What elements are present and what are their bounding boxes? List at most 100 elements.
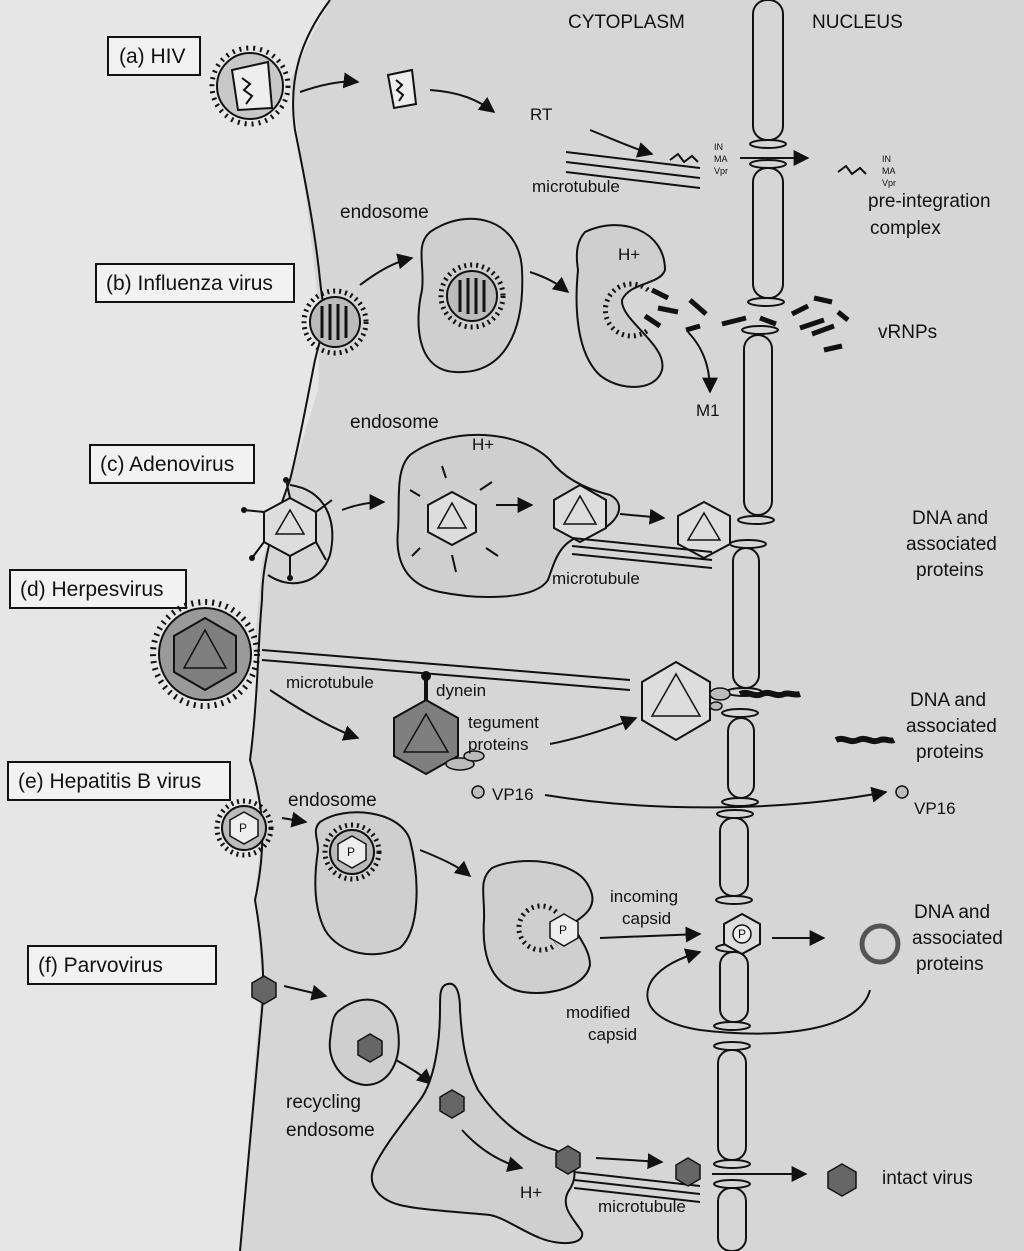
dna-e-label-3: proteins xyxy=(916,954,984,975)
hbv-p-mark-3: P xyxy=(559,923,567,937)
recycling-endosome xyxy=(370,982,584,1245)
cytoplasm-label: CYTOPLASM xyxy=(568,12,685,33)
vp16-arrow xyxy=(544,786,888,809)
microtubule-d xyxy=(261,649,631,691)
virus-label-hepatitis-b: (e) Hepatitis B virus xyxy=(7,761,231,801)
microtubule-f xyxy=(573,1171,701,1203)
microtubule-a-label: microtubule xyxy=(532,177,620,196)
influenza-virion xyxy=(301,288,369,356)
microtubule-d-label: microtubule xyxy=(286,673,374,692)
dna-c-label-1: DNA and xyxy=(912,508,988,529)
incoming-capsid-label-1: incoming xyxy=(610,887,678,906)
dna-c-label-2: associated xyxy=(906,534,997,555)
hbv-p-mark-1: P xyxy=(239,821,247,835)
rt-arrow xyxy=(589,129,654,158)
hiv-label: (a) HIV xyxy=(119,45,186,68)
m1-label: M1 xyxy=(696,401,720,420)
h-plus-c-label: H+ xyxy=(472,435,494,454)
parvovirus-arrow-4 xyxy=(595,1153,664,1170)
incoming-capsid-label-2: capsid xyxy=(622,909,671,928)
influenza-in-endosome xyxy=(438,262,506,330)
vp16-right-label: VP16 xyxy=(914,799,956,818)
endosome-c-label: endosome xyxy=(350,412,439,433)
late-endosome-e xyxy=(482,860,594,994)
ma-label-1: MA xyxy=(714,154,728,164)
adenovirus-capsid-1 xyxy=(553,483,607,544)
herpesvirus-capsid-at-pore xyxy=(641,660,731,742)
late-endosome-b xyxy=(575,224,667,388)
parvovirus-arrow-3 xyxy=(461,1129,524,1172)
h-plus-f-label: H+ xyxy=(520,1183,542,1202)
vp16-left-dot xyxy=(471,785,485,799)
hbv-p-mark-4: P xyxy=(738,927,746,941)
influenza-label: (b) Influenza virus xyxy=(106,272,273,295)
influenza-arrow-1 xyxy=(359,253,414,286)
virus-label-hiv: (a) HIV xyxy=(107,36,201,76)
vrnps-nucleus xyxy=(790,295,850,353)
dna-d-label-3: proteins xyxy=(916,742,984,763)
hiv-complex-cytoplasm xyxy=(669,152,699,164)
parvovirus-label: (f) Parvovirus xyxy=(38,954,163,977)
modified-capsid-label-2: capsid xyxy=(588,1025,637,1044)
parvovirus-escaped xyxy=(555,1145,581,1175)
microtubule-c xyxy=(571,537,713,569)
tegument-label-2: proteins xyxy=(468,735,528,754)
herpesvirus-capsid-dynein xyxy=(393,671,485,776)
nuclear-envelope xyxy=(713,0,787,1251)
parvovirus-in-recycling-endosome xyxy=(439,1089,465,1119)
herpesvirus-virion xyxy=(150,599,260,709)
recycling-endosome-label-2: endosome xyxy=(286,1120,375,1141)
herpesvirus-dna-nucleus xyxy=(834,735,896,745)
adenovirus-label: (c) Adenovirus xyxy=(100,453,234,476)
dna-c-label-3: proteins xyxy=(916,560,984,581)
rt-label: RT xyxy=(530,105,552,124)
adenovirus-capsid-2 xyxy=(677,500,731,560)
nucleus-label: NUCLEUS xyxy=(812,12,903,33)
parvovirus-virion xyxy=(251,975,277,1005)
dna-d-label-2: associated xyxy=(906,716,997,737)
endosome-b-label: endosome xyxy=(340,202,429,223)
herpesvirus-arrow-2 xyxy=(549,715,638,745)
vpr-label-2: Vpr xyxy=(882,178,896,188)
hepatitis-b-virion: P xyxy=(214,798,274,858)
hepatitis-b-arrow-2 xyxy=(419,849,472,878)
h-plus-b-label: H+ xyxy=(618,245,640,264)
virus-label-adenovirus: (c) Adenovirus xyxy=(89,444,255,484)
modified-capsid-label-1: modified xyxy=(566,1003,630,1022)
hepatitis-b-arrow-1 xyxy=(281,811,308,828)
vpr-label-1: Vpr xyxy=(714,166,728,176)
parvovirus-intact-nucleus xyxy=(827,1163,857,1197)
vrnps-cytoplasm xyxy=(643,287,777,333)
vp16-left-label: VP16 xyxy=(492,785,534,804)
pre-integration-label-1: pre-integration xyxy=(868,191,991,212)
adenovirus-arrow-3 xyxy=(619,508,666,525)
virus-label-influenza: (b) Influenza virus xyxy=(95,263,295,303)
dna-d-label-1: DNA and xyxy=(910,690,986,711)
vp16-right-dot xyxy=(895,785,909,799)
tegument-label-1: tegument xyxy=(468,713,539,732)
microtubule-a xyxy=(565,151,701,189)
hiv-virion xyxy=(209,45,291,127)
adenovirus-arrow-1 xyxy=(341,494,386,511)
modified-capsid-arrow xyxy=(646,948,871,1035)
microtubule-c-label: microtubule xyxy=(552,569,640,588)
herpesvirus-label: (d) Herpesvirus xyxy=(20,578,164,601)
intact-virus-label: intact virus xyxy=(882,1168,973,1189)
herpesvirus-dna-injected xyxy=(738,689,801,699)
hiv-arrow-2 xyxy=(429,89,496,113)
herpesvirus-arrow-1 xyxy=(269,689,360,741)
virus-label-herpesvirus: (d) Herpesvirus xyxy=(9,569,187,609)
hbv-p-mark-2: P xyxy=(347,845,355,859)
in-label-2: IN xyxy=(882,154,891,164)
hepatitis-b-capsid-at-pore: P xyxy=(723,912,761,956)
hepatitis-b-label: (e) Hepatitis B virus xyxy=(18,770,201,793)
hepatitis-b-uncoating: P xyxy=(516,903,579,953)
recycling-endosome-label-1: recycling xyxy=(286,1092,361,1113)
microtubule-f-label: microtubule xyxy=(598,1197,686,1216)
adenovirus-virion xyxy=(241,477,333,581)
vrnps-label: vRNPs xyxy=(878,322,937,343)
ma-label-2: MA xyxy=(882,166,896,176)
hiv-core xyxy=(386,68,418,110)
pre-integration-label-2: complex xyxy=(870,218,941,239)
